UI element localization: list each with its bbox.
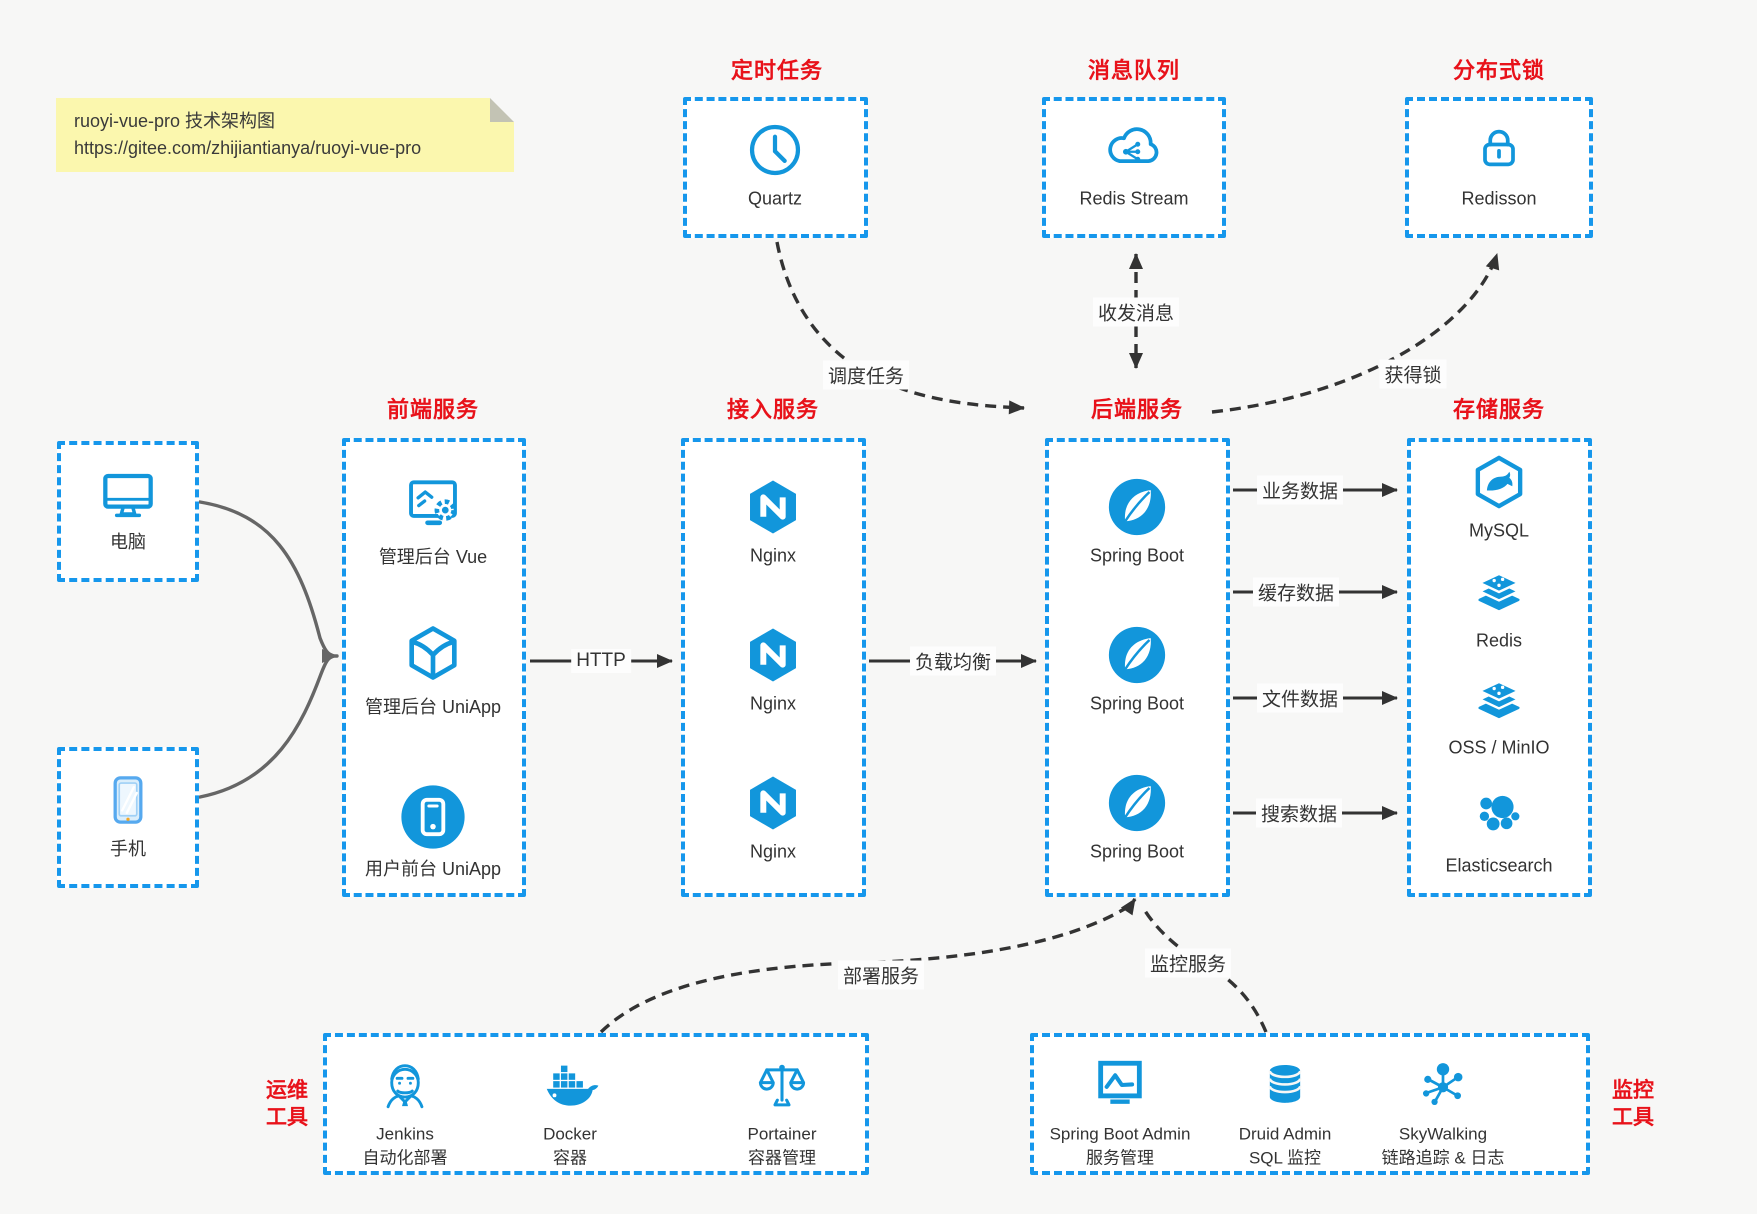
- lock-box: [1405, 97, 1593, 238]
- docker-name: Docker: [543, 1124, 597, 1144]
- user-uniapp-label: 用户前台 UniApp: [364, 859, 502, 879]
- sticky-note: ruoyi-vue-pro 技术架构图 https://gitee.com/zh…: [56, 98, 514, 172]
- spring-boot-icon: [1107, 477, 1167, 537]
- druid-icon: [1259, 1059, 1311, 1111]
- spring-boot-label: Spring Boot: [1089, 693, 1185, 714]
- client-curves: [198, 500, 339, 799]
- spring-boot-label: Spring Boot: [1089, 841, 1185, 862]
- edge-label-file-data: 文件数据: [1256, 683, 1344, 713]
- edge-label-monitor: 监控服务: [1144, 948, 1232, 978]
- spring-admin-name: Spring Boot Admin: [1049, 1124, 1191, 1144]
- group-title-storage: 存储服务: [1452, 397, 1546, 422]
- redis-label: Redis: [1475, 630, 1523, 651]
- group-title-lock: 分布式锁: [1452, 58, 1546, 83]
- group-title-mq: 消息队列: [1087, 58, 1181, 83]
- skywalking-desc: 链路追踪 & 日志: [1381, 1148, 1505, 1168]
- portainer-name: Portainer: [747, 1124, 817, 1144]
- redis-stream-label: Redis Stream: [1079, 188, 1189, 209]
- redisson-label: Redisson: [1461, 188, 1537, 209]
- nginx-label: Nginx: [749, 693, 797, 714]
- admin-vue-icon: [402, 472, 464, 534]
- quartz-box: [683, 97, 868, 238]
- group-title-schedule: 定时任务: [730, 58, 824, 83]
- druid-desc: SQL 监控: [1248, 1148, 1322, 1168]
- oss-minio-label: OSS / MinIO: [1448, 737, 1550, 758]
- spring-boot-icon: [1107, 773, 1167, 833]
- uniapp-cube-icon: [402, 622, 464, 684]
- redis-stack-icon: [1470, 563, 1528, 621]
- portainer-icon: [754, 1057, 810, 1113]
- admin-vue-label: 管理后台 Vue: [378, 547, 488, 567]
- jenkins-desc: 自动化部署: [362, 1148, 448, 1168]
- edge-label-message: 收发消息: [1092, 297, 1180, 327]
- ops-side-line1: 运维: [266, 1079, 308, 1102]
- mysql-label: MySQL: [1468, 520, 1530, 541]
- group-title-frontend: 前端服务: [386, 397, 480, 422]
- phone-label: 手机: [110, 839, 146, 859]
- user-app-icon: [400, 784, 466, 850]
- mysql-icon: [1470, 453, 1528, 511]
- group-title-backend: 后端服务: [1090, 397, 1184, 422]
- docker-icon: [539, 1054, 601, 1116]
- lock-icon: [1471, 120, 1527, 176]
- docker-desc: 容器: [553, 1148, 587, 1168]
- jenkins-name: Jenkins: [376, 1124, 434, 1144]
- nginx-label: Nginx: [749, 545, 797, 566]
- elasticsearch-label: Elasticsearch: [1445, 855, 1553, 876]
- spring-admin-icon: [1091, 1056, 1149, 1114]
- ops-side-line2: 工具: [266, 1106, 308, 1129]
- nginx-label: Nginx: [749, 841, 797, 862]
- nginx-icon: [742, 476, 804, 538]
- nginx-icon: [742, 772, 804, 834]
- spring-boot-label: Spring Boot: [1089, 545, 1185, 566]
- note-url: https://gitee.com/zhijiantianya/ruoyi-vu…: [74, 138, 422, 158]
- quartz-label: Quartz: [747, 188, 803, 209]
- monitoring-side-line1: 监控: [1612, 1079, 1654, 1102]
- edge-label-http: HTTP: [571, 649, 631, 673]
- pc-box: [57, 441, 199, 582]
- cloud-mq-icon: [1104, 118, 1164, 178]
- clock-icon: [746, 121, 804, 179]
- mobile-icon: [100, 772, 156, 828]
- admin-uniapp-label: 管理后台 UniApp: [364, 697, 502, 717]
- note-fold-corner: [490, 98, 514, 122]
- edge-label-lock: 获得锁: [1379, 359, 1447, 389]
- edge-label-schedule: 调度任务: [822, 360, 910, 390]
- edge-label-deploy: 部署服务: [837, 960, 925, 990]
- edge-label-cache-data: 缓存数据: [1252, 577, 1340, 607]
- spring-boot-icon: [1107, 625, 1167, 685]
- nginx-icon: [742, 624, 804, 686]
- mq-box: [1042, 97, 1226, 238]
- monitoring-box: [1030, 1033, 1590, 1175]
- monitoring-side-line2: 工具: [1612, 1106, 1654, 1129]
- jenkins-icon: [376, 1056, 434, 1114]
- druid-name: Druid Admin: [1238, 1124, 1332, 1144]
- oss-stack-icon: [1470, 671, 1528, 729]
- storage-box: [1407, 438, 1592, 897]
- spring-admin-desc: 服务管理: [1086, 1148, 1154, 1168]
- group-title-gateway: 接入服务: [726, 397, 820, 422]
- edge-label-business-data: 业务数据: [1256, 475, 1344, 505]
- edge-label-load-balance: 负载均衡: [909, 646, 997, 676]
- desktop-icon: [96, 464, 160, 528]
- elasticsearch-icon: [1471, 786, 1527, 842]
- ops-side-label: 运维 工具: [266, 1077, 308, 1131]
- skywalking-name: SkyWalking: [1398, 1124, 1488, 1144]
- skywalking-icon: [1416, 1058, 1470, 1112]
- edge-label-search-data: 搜索数据: [1255, 798, 1343, 828]
- monitoring-side-label: 监控 工具: [1612, 1077, 1654, 1131]
- pc-label: 电脑: [110, 532, 146, 552]
- note-title: ruoyi-vue-pro 技术架构图: [74, 111, 276, 131]
- portainer-desc: 容器管理: [748, 1148, 816, 1168]
